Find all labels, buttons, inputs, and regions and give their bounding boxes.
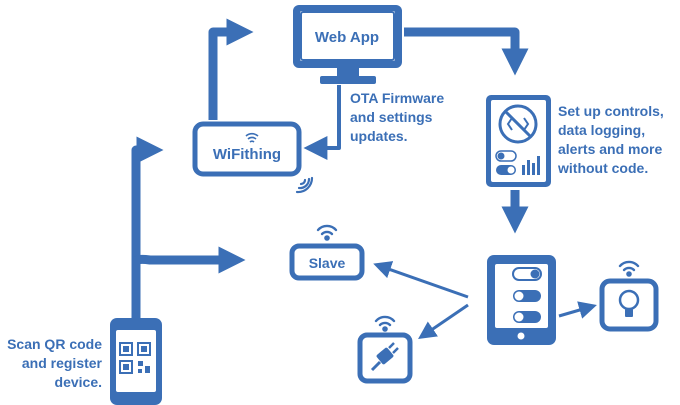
thin-arrows bbox=[303, 85, 597, 340]
dashboard-tablet bbox=[486, 95, 551, 187]
ota-annotation: OTA Firmware and settings updates. bbox=[350, 90, 444, 144]
plug-device bbox=[357, 315, 413, 384]
setup-line-2: data logging, bbox=[558, 122, 645, 138]
wifi-icon bbox=[316, 224, 338, 241]
ota-line-3: updates. bbox=[350, 128, 408, 144]
setup-line-3: alerts and more bbox=[558, 141, 662, 157]
arrow-wifithing-to-webapp bbox=[208, 18, 254, 120]
web-app-label: Web App bbox=[315, 29, 379, 46]
setup-line-4: without code. bbox=[557, 160, 648, 176]
arrow-phone-to-wifithing bbox=[131, 136, 164, 318]
signal-waves-icon bbox=[295, 176, 314, 194]
lightbulb-icon bbox=[618, 289, 640, 317]
plug-icon bbox=[370, 342, 399, 372]
toggle-switches-icon bbox=[512, 267, 542, 323]
wifi-icon bbox=[374, 315, 396, 332]
device-box-icon bbox=[192, 121, 302, 177]
slave-device: Slave bbox=[289, 224, 365, 281]
setup-annotation: Set up controls, data logging, alerts an… bbox=[557, 103, 664, 176]
no-code-icon bbox=[498, 104, 538, 144]
ota-line-1: OTA Firmware bbox=[350, 90, 444, 106]
wifithing-label: WiFithing bbox=[213, 146, 281, 163]
arrow-webapp-to-wifithing bbox=[303, 85, 341, 160]
scan-annotation: Scan QR code and register device. bbox=[7, 336, 102, 390]
flow-arrows bbox=[131, 18, 529, 318]
ota-line-2: and settings bbox=[350, 109, 433, 125]
arrow-phone-to-slave bbox=[131, 246, 246, 274]
scan-line-3: device. bbox=[55, 374, 102, 390]
arrow-controller-to-plug bbox=[418, 303, 469, 340]
scan-line-2: and register bbox=[22, 355, 103, 371]
setup-line-1: Set up controls, bbox=[558, 103, 664, 119]
device-box-icon bbox=[289, 243, 365, 281]
toggle-icon bbox=[495, 150, 517, 162]
arrow-webapp-to-dashboard bbox=[404, 27, 529, 76]
bulb-device bbox=[599, 260, 659, 332]
scan-line-1: Scan QR code bbox=[7, 336, 102, 352]
arrow-controller-to-slave bbox=[373, 261, 469, 299]
slave-label: Slave bbox=[309, 255, 346, 271]
web-app-monitor: Web App bbox=[293, 5, 402, 84]
arrow-controller-to-bulb bbox=[558, 301, 597, 319]
scanner-phone bbox=[110, 318, 162, 405]
controller-phone bbox=[487, 255, 556, 345]
bar-graph-icon bbox=[522, 156, 540, 175]
wifi-icon bbox=[618, 260, 640, 277]
wifi-icon bbox=[245, 132, 259, 143]
qr-code-icon bbox=[119, 342, 151, 374]
wifithing-device: WiFithing bbox=[192, 121, 314, 194]
